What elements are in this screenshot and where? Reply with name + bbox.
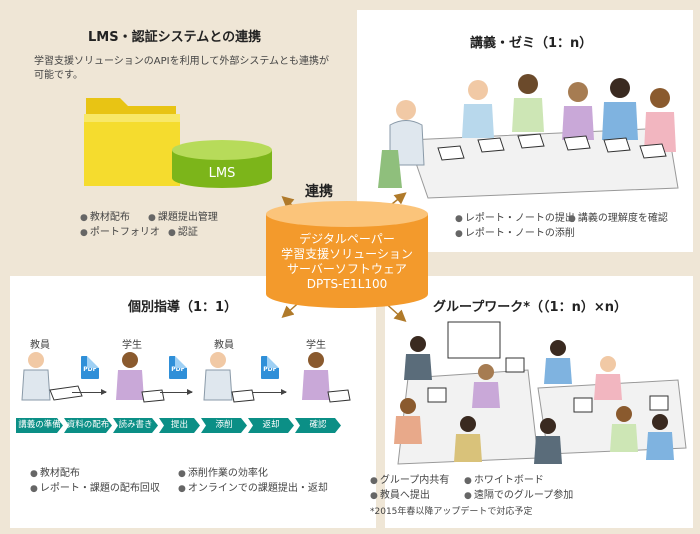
pdf-file-icon-2: PDF — [169, 356, 187, 379]
group-people — [394, 336, 674, 464]
individual-feature-2: 添削作業の効率化 — [178, 464, 268, 479]
folder-icon — [84, 98, 180, 186]
flow-arrow-2 — [160, 389, 193, 395]
pdf-label-1: PDF — [83, 366, 97, 373]
teacher-figure-2 — [203, 352, 255, 403]
lms-cylinder-label: LMS — [208, 166, 236, 181]
student-figure-1 — [116, 352, 165, 403]
lms-description-line2: 可能です。 — [34, 70, 83, 81]
individual-feature-4: オンラインでの課題提出・返却 — [178, 479, 328, 494]
lms-title: LMS・認証システムとの連携 — [88, 30, 262, 45]
pdf-label-3: PDF — [263, 366, 277, 373]
monitors — [427, 357, 669, 413]
individual-flow-figures — [21, 352, 351, 403]
group-feature-2: ホワイトボード — [464, 471, 544, 486]
pdf-file-icon-1: PDF — [81, 356, 99, 379]
step-return: 返却 — [248, 418, 294, 433]
step-correct: 添削 — [201, 418, 247, 433]
lecture-illustration — [378, 74, 679, 199]
lms-description-line1: 学習支援ソリューションのAPIを利用して外部システムとも連携が — [34, 56, 330, 67]
teacher-figure-1 — [21, 352, 83, 401]
flow-arrow-1 — [72, 389, 107, 395]
individual-feature-3: レポート・課題の配布回収 — [30, 479, 160, 494]
role-student-1: 学生 — [122, 340, 142, 351]
lms-feature-3: ポートフォリオ — [80, 223, 160, 238]
step-read-write: 読み書き — [113, 418, 158, 433]
pdf-file-icon-3: PDF — [261, 356, 279, 379]
step-confirm: 確認 — [295, 418, 341, 433]
pdf-label-2: PDF — [171, 366, 185, 373]
folder-lms-illustration — [84, 98, 272, 188]
lecture-feature-1: レポート・ノートの提出 — [455, 209, 575, 224]
role-student-2: 学生 — [306, 340, 326, 351]
server-line-2: 学習支援ソリューション — [281, 247, 413, 261]
digital-paper-tablets — [437, 133, 667, 161]
lecture-title: 講義・ゼミ（1：n） — [470, 36, 593, 51]
server-line-1: デジタルペーパー — [299, 232, 395, 246]
teacher-figure — [378, 100, 425, 188]
whiteboard-icon — [447, 321, 501, 359]
role-teacher-2: 教員 — [214, 340, 234, 351]
server-line-4: DPTS-E1L100 — [306, 277, 388, 291]
connect-label: 連携 — [305, 184, 333, 200]
lms-feature-1: 教材配布 — [80, 208, 130, 223]
group-feature-1: グループ内共有 — [370, 471, 449, 486]
step-submit: 提出 — [159, 418, 200, 433]
group-feature-4: 遠隔でのグループ参加 — [464, 486, 573, 501]
group-title: グループワーク*（（1：n）×n） — [433, 300, 627, 315]
step-prepare: 講義の準備 — [16, 418, 63, 433]
lms-cylinder-icon — [172, 140, 272, 188]
lecture-feature-3: レポート・ノートの添削 — [455, 224, 575, 239]
lecture-feature-2: 講義の理解度を確認 — [568, 209, 668, 224]
student-figure-2 — [302, 352, 351, 403]
students-figures — [462, 74, 676, 152]
lms-feature-4: 認証 — [168, 223, 198, 238]
server-label: デジタルペーパー 学習支援ソリューション サーバーソフトウェア DPTS-E1L… — [262, 232, 432, 292]
group-work-illustration — [394, 321, 687, 465]
role-teacher-1: 教員 — [30, 340, 50, 351]
server-cylinder-icon — [266, 201, 428, 308]
group-feature-3: 教員へ提出 — [370, 486, 430, 501]
individual-feature-1: 教材配布 — [30, 464, 80, 479]
step-distribute: 資料の配布 — [64, 418, 112, 433]
individual-title: 個別指導（1：1） — [128, 300, 238, 315]
flow-arrow-3 — [252, 389, 287, 395]
group-footnote: *2015年春以降アップデートで対応予定 — [370, 507, 533, 517]
server-line-3: サーバーソフトウェア — [287, 262, 407, 276]
lms-feature-2: 課題提出管理 — [148, 208, 218, 223]
